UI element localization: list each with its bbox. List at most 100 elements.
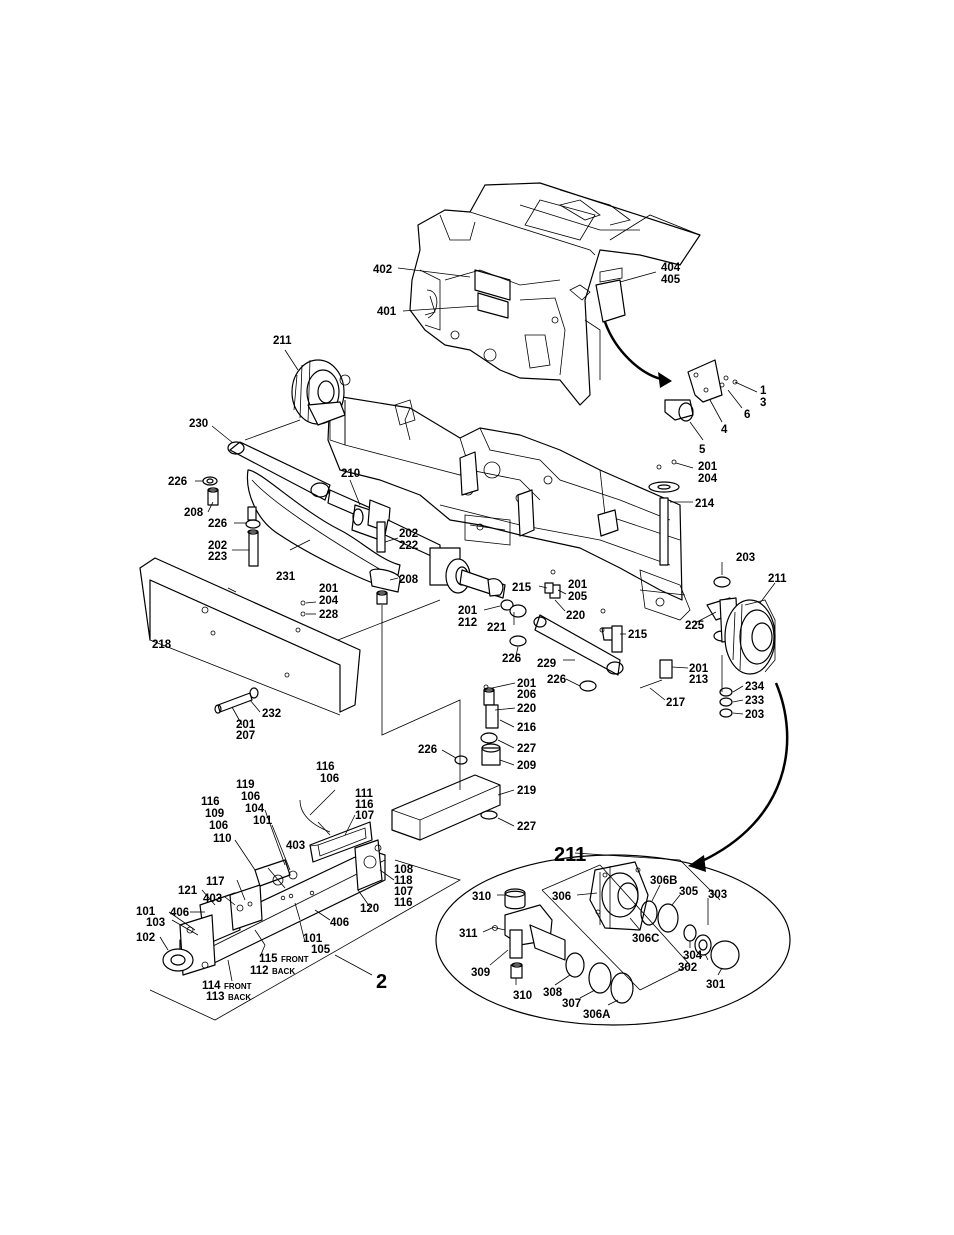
callout-label: 103 — [146, 917, 165, 929]
callout-label: 226 — [502, 653, 521, 665]
axle-beam — [327, 394, 691, 621]
callout-label: 105 — [311, 944, 331, 956]
callout-label: 208 — [399, 574, 419, 586]
callout-label: 202 — [208, 540, 227, 552]
callout-label: 310 — [472, 891, 491, 903]
callout-label: 107 — [355, 810, 374, 822]
callout-label: 227 — [517, 743, 536, 755]
callout-label: 206 — [517, 689, 536, 701]
callout-label: 306A — [583, 1009, 611, 1021]
callout-label: 406 — [170, 907, 189, 919]
callout-label: 120 — [360, 903, 379, 915]
callout-label: 4 — [721, 424, 728, 436]
callout-labels: 402 401 404 405 1 3 6 4 5 211 230 226 20… — [136, 262, 787, 1021]
right-hub — [724, 599, 776, 675]
callout-label: 116 — [201, 796, 220, 808]
tie-rod-assembly — [202, 441, 527, 618]
callout-label: 203 — [745, 709, 764, 721]
callout-label: 113 — [206, 991, 225, 1003]
callout-label: 6 — [744, 409, 750, 421]
callout-label: 201 — [517, 678, 537, 690]
callout-label: 229 — [537, 658, 556, 670]
flow-arrows — [603, 321, 789, 872]
callout-label: 209 — [517, 760, 536, 772]
callout-label: 201 — [458, 605, 478, 617]
callout-label: 101 — [303, 933, 323, 945]
callout-label: 207 — [236, 730, 255, 742]
callout-label: 205 — [568, 591, 588, 603]
callout-label: 106 — [241, 791, 260, 803]
callout-label: 116 — [316, 761, 335, 773]
callout-label: 104 — [245, 803, 265, 815]
callout-label: 107 — [394, 886, 413, 898]
callout-label: 220 — [517, 703, 536, 715]
callout-label: 220 — [566, 610, 585, 622]
callout-label: 204 — [319, 595, 339, 607]
callout-label: 219 — [517, 785, 536, 797]
callout-label: 117 — [206, 876, 225, 888]
callout-label: 217 — [666, 697, 685, 709]
callout-label: 115 — [259, 953, 278, 965]
callout-label: 227 — [517, 821, 536, 833]
callout-label: 405 — [661, 274, 681, 286]
callout-label: 110 — [213, 833, 232, 845]
dataplate-parts — [664, 359, 738, 422]
callout-label: 233 — [745, 695, 764, 707]
callout-label: 303 — [708, 889, 727, 901]
callout-label: 306B — [650, 875, 678, 887]
callout-label: 218 — [152, 639, 172, 651]
callout-label: 230 — [189, 418, 208, 430]
callout-label: 307 — [562, 998, 581, 1010]
callout-label: 210 — [341, 468, 360, 480]
callout-label: 403 — [203, 893, 222, 905]
qualifier-back: BACK — [272, 967, 295, 976]
callout-label: 232 — [262, 708, 281, 720]
callout-label: 204 — [698, 473, 718, 485]
callout-label: 201 — [689, 663, 709, 675]
callout-label: 226 — [168, 476, 187, 488]
callout-label: 211 — [768, 573, 787, 585]
callout-label: 301 — [706, 979, 726, 991]
callout-label: 109 — [205, 808, 224, 820]
callout-label: 302 — [678, 962, 697, 974]
qualifier-back: BACK — [228, 993, 251, 1002]
detail-211-parts — [491, 861, 740, 1004]
callout-label: 311 — [459, 928, 478, 940]
callout-label: 221 — [487, 622, 507, 634]
callout-label: 108 — [394, 864, 414, 876]
callout-label: 226 — [208, 518, 227, 530]
callout-label: 202 — [399, 528, 418, 540]
callout-label: 119 — [236, 779, 255, 791]
detail-211-boundary — [435, 854, 791, 1026]
callout-label: 203 — [736, 552, 755, 564]
left-hub — [291, 359, 351, 426]
qualifier-front: FRONT — [281, 955, 309, 964]
callout-label: 201 — [568, 579, 588, 591]
leader-lines — [159, 267, 776, 1006]
skid-plate — [139, 557, 361, 716]
callout-label: 304 — [683, 950, 703, 962]
callout-label: 404 — [661, 262, 681, 274]
callout-label: 101 — [136, 906, 156, 918]
callout-label: 201 — [698, 461, 718, 473]
callout-label: 201 — [236, 719, 256, 731]
callout-label: 401 — [377, 306, 397, 318]
callout-label: 306C — [632, 933, 660, 945]
right-spindle-parts — [391, 459, 739, 841]
detail-211-title: 211 — [554, 844, 586, 866]
callout-label: 226 — [547, 674, 566, 686]
callout-label: 310 — [513, 990, 532, 1002]
callout-label: 118 — [394, 875, 413, 887]
callout-label: 223 — [208, 551, 227, 563]
callout-label: 215 — [628, 629, 648, 641]
callout-label: 102 — [136, 932, 155, 944]
callout-label: 1 — [760, 385, 767, 397]
callout-label: 231 — [276, 571, 296, 583]
callout-label: 225 — [685, 620, 705, 632]
callout-label: 211 — [273, 335, 292, 347]
callout-label: 306 — [552, 891, 571, 903]
towbar-assembly — [162, 799, 386, 976]
callout-label: 111 — [355, 788, 374, 800]
callout-label: 234 — [745, 681, 765, 693]
